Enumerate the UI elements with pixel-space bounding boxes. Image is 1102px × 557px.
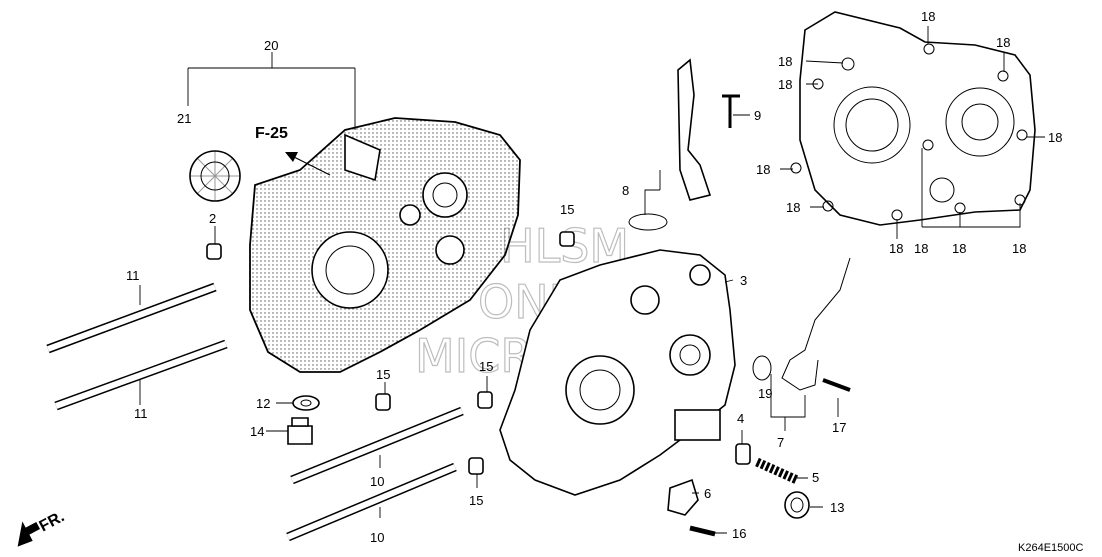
callout-19[interactable]: 19 bbox=[758, 386, 772, 401]
callout-20[interactable]: 20 bbox=[264, 38, 278, 53]
callout-10[interactable]: 10 bbox=[370, 474, 384, 489]
gear[interactable] bbox=[189, 150, 241, 202]
callout-18[interactable]: 18 bbox=[921, 9, 935, 24]
callout-11[interactable]: 11 bbox=[134, 406, 148, 421]
callout-18[interactable]: 18 bbox=[756, 162, 770, 177]
callout-18[interactable]: 18 bbox=[914, 241, 928, 256]
callout-4[interactable]: 4 bbox=[737, 411, 744, 426]
shift-components[interactable] bbox=[667, 443, 810, 537]
callout-15[interactable]: 15 bbox=[469, 493, 483, 508]
drain-bolt-and-washer[interactable] bbox=[287, 395, 320, 445]
callout-3[interactable]: 3 bbox=[740, 273, 747, 288]
callout-18[interactable]: 18 bbox=[996, 35, 1010, 50]
direction-label: FR. bbox=[37, 508, 68, 535]
callout-18[interactable]: 18 bbox=[889, 241, 903, 256]
callout-7[interactable]: 7 bbox=[777, 435, 784, 450]
callout-18[interactable]: 18 bbox=[786, 200, 800, 215]
callout-10[interactable]: 10 bbox=[370, 530, 384, 545]
direction-arrow bbox=[17, 521, 41, 547]
callout-15[interactable]: 15 bbox=[479, 359, 493, 374]
callout-18[interactable]: 18 bbox=[952, 241, 966, 256]
left-crankcase[interactable] bbox=[249, 117, 521, 373]
callout-18[interactable]: 18 bbox=[1048, 130, 1062, 145]
callout-2[interactable]: 2 bbox=[209, 211, 216, 226]
stud-bolts[interactable] bbox=[46, 282, 464, 542]
callout-15[interactable]: 15 bbox=[376, 367, 390, 382]
right-crankcase[interactable] bbox=[499, 249, 736, 496]
callout-13[interactable]: 13 bbox=[830, 500, 844, 515]
diagram-code: K264E1500C bbox=[1018, 542, 1083, 554]
callout-8[interactable]: 8 bbox=[622, 183, 629, 198]
callout-18[interactable]: 18 bbox=[778, 54, 792, 69]
neutral-switch[interactable] bbox=[752, 257, 851, 392]
callout-14[interactable]: 14 bbox=[250, 424, 264, 439]
callout-5[interactable]: 5 bbox=[812, 470, 819, 485]
callouts: 20 21 2 11 11 12 14 15 15 15 15 10 10 8 … bbox=[126, 9, 1062, 545]
callout-17[interactable]: 17 bbox=[832, 420, 846, 435]
callout-18[interactable]: 18 bbox=[778, 77, 792, 92]
callout-6[interactable]: 6 bbox=[704, 486, 711, 501]
dowel-pins[interactable] bbox=[206, 231, 575, 475]
reference-label[interactable]: F-25 bbox=[255, 125, 288, 142]
callout-21[interactable]: 21 bbox=[177, 111, 191, 126]
callout-15[interactable]: 15 bbox=[560, 202, 574, 217]
callout-12[interactable]: 12 bbox=[256, 396, 270, 411]
reference-arrow bbox=[285, 152, 331, 176]
speed-sensor[interactable] bbox=[628, 58, 740, 231]
callout-9[interactable]: 9 bbox=[754, 108, 761, 123]
leader-lines bbox=[139, 26, 1045, 534]
crankcase-gasket[interactable] bbox=[790, 11, 1036, 226]
callout-16[interactable]: 16 bbox=[732, 526, 746, 541]
callout-18[interactable]: 18 bbox=[1012, 241, 1026, 256]
callout-11[interactable]: 11 bbox=[126, 268, 140, 283]
